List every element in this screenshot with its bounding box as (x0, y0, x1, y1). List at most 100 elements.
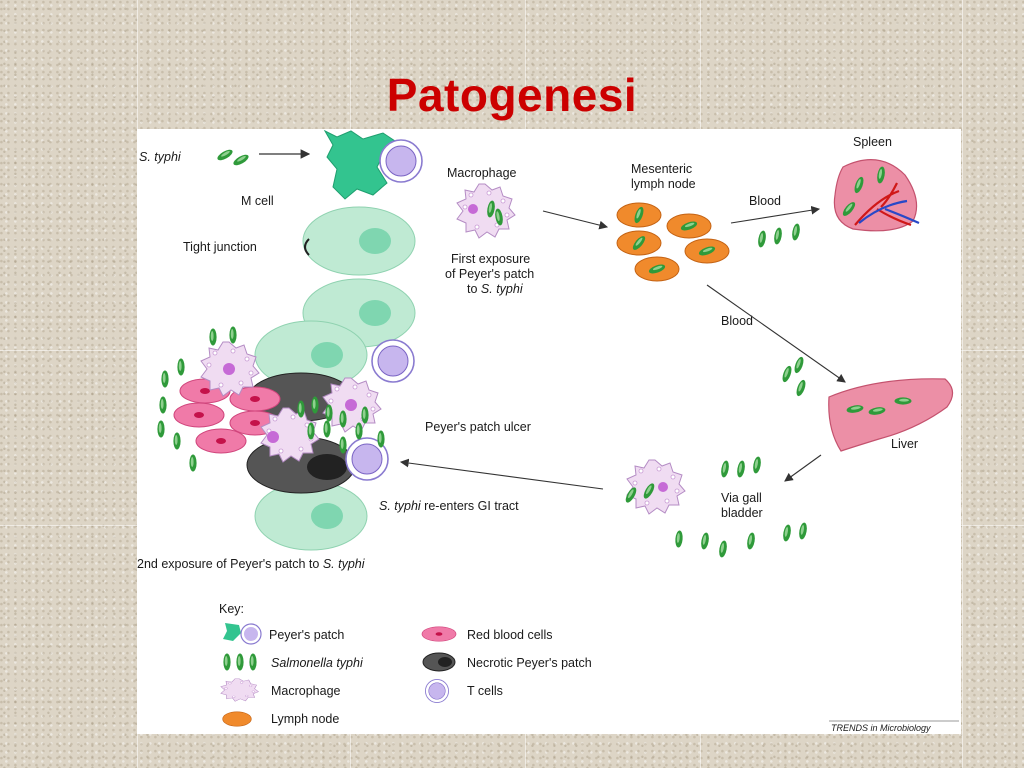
legend-salmonella-typhi: Salmonella typhi (271, 656, 364, 670)
bacterium-icon (161, 370, 169, 388)
salmonella-icon (223, 653, 231, 671)
bacterium-icon (790, 223, 802, 241)
bacterium-icon (157, 420, 165, 438)
macrophage-nucleus (267, 431, 279, 443)
background-divider (962, 0, 963, 768)
peyers-ulcer-label: Peyer's patch ulcer (425, 420, 531, 434)
bacterium-icon (189, 454, 197, 472)
first-exposure-group: S. typhi M cell Tight junction Macrophag… (139, 129, 609, 348)
bacterium-icon (215, 147, 235, 163)
bacterium-icon (209, 328, 217, 346)
bacterium-icon (794, 378, 808, 398)
t-cell-icon (379, 139, 423, 183)
arrow (730, 205, 821, 224)
bacterium-icon (173, 432, 181, 450)
necrotic-key-icon (438, 657, 452, 667)
epithelial-cell (302, 206, 416, 276)
via-gall-line-1: Via gall (721, 491, 762, 505)
bacterium-icon (792, 355, 806, 375)
bacterium-icon (772, 227, 784, 245)
bacterium-icon (735, 460, 747, 478)
bacterium-icon (781, 524, 793, 542)
first-exposure-line-2: of Peyer's patch (445, 267, 534, 281)
slide-title: Patogenesi (386, 69, 638, 121)
macrophage-nucleus (345, 399, 357, 411)
bacterium-icon (780, 364, 794, 384)
lymph-node-key-icon (222, 711, 252, 727)
liver-group: Liver (780, 355, 954, 482)
red-blood-cell (195, 428, 247, 454)
legend-macrophage: Macrophage (271, 684, 341, 698)
spleen-label: Spleen (853, 135, 892, 149)
salmonella-icon (249, 653, 257, 671)
bacterium-icon (229, 326, 237, 344)
reenters-label: S. typhi re-enters GI tract (379, 499, 519, 513)
bacterium-icon (717, 540, 729, 558)
macrophage-nucleus (658, 482, 668, 492)
blood-label-1: Blood (749, 194, 781, 208)
mesenteric-line-2: lymph node (631, 177, 696, 191)
tight-junction-marker (304, 238, 310, 256)
bacterium-icon (756, 230, 768, 248)
liver-organ (828, 378, 954, 452)
m-cell-label: M cell (241, 194, 274, 208)
bacterium-icon (325, 404, 333, 422)
bacterium-icon (719, 460, 731, 478)
bacterium-icon (307, 422, 315, 440)
lymph-node-group: Mesenteric lymph node Blood Blood (616, 162, 846, 383)
m-cell (323, 129, 396, 200)
via-gall-line-2: bladder (721, 506, 763, 520)
legend: Key: Peyer's patch Salmonella typhi Macr… (219, 602, 592, 727)
legend-title: Key: (219, 602, 244, 616)
gall-bladder-group: Via gall bladder (399, 456, 809, 558)
bacterium-icon (674, 530, 684, 548)
legend-red-blood-cells: Red blood cells (467, 628, 552, 642)
t-cell-icon (371, 339, 415, 383)
bacterium-icon (311, 396, 319, 414)
peyers-patch-icon (244, 627, 258, 641)
arrow (542, 210, 609, 230)
s-typhi-label: S. typhi (139, 150, 182, 164)
second-exposure-group: Peyer's patch ulcer S. typhi re-enters G… (137, 320, 531, 571)
bacterium-icon (177, 358, 185, 376)
arrow (784, 454, 822, 482)
arrow (706, 284, 846, 383)
macrophage-label: Macrophage (447, 166, 517, 180)
bacterium-icon (361, 406, 369, 424)
macrophage-icon (626, 459, 686, 515)
bacterium-icon (699, 532, 711, 550)
spleen-group: Spleen (833, 135, 920, 232)
first-exposure-line-1: First exposure (451, 252, 530, 266)
second-exposure-label: 2nd exposure of Peyer's patch to S. typh… (137, 557, 366, 571)
legend-t-cells: T cells (467, 684, 503, 698)
legend-necrotic-peyers-patch: Necrotic Peyer's patch (467, 656, 592, 670)
mesenteric-line-1: Mesenteric (631, 162, 692, 176)
bacterium-icon (323, 420, 331, 438)
spleen-organ (833, 159, 918, 232)
pathogenesis-diagram: S. typhi M cell Tight junction Macrophag… (137, 129, 961, 734)
bacterium-icon (339, 436, 347, 454)
blood-label-2: Blood (721, 314, 753, 328)
spleen-vessels (858, 199, 920, 225)
bacterium-icon (355, 422, 363, 440)
bacterium-icon (377, 430, 385, 448)
credit-label: TRENDS in Microbiology (831, 723, 931, 733)
arrow (399, 458, 604, 490)
first-exposure-line-3: to S. typhi (467, 282, 524, 296)
t-cell-key-icon (425, 679, 449, 703)
red-blood-cell-key-icon (421, 626, 457, 642)
necrotic-nucleus (307, 454, 347, 480)
bacterium-icon (894, 397, 912, 405)
peyers-patch-icon (223, 623, 241, 641)
salmonella-icon (236, 653, 244, 671)
bacterium-icon (751, 456, 763, 474)
macrophage-nucleus (468, 204, 478, 214)
tight-junction-label: Tight junction (183, 240, 257, 254)
legend-lymph-node: Lymph node (271, 712, 339, 726)
bacterium-icon (745, 532, 757, 550)
macrophage-key-icon (220, 678, 259, 702)
red-blood-cell (173, 402, 225, 428)
legend-peyers-patch: Peyer's patch (269, 628, 344, 642)
bacterium-icon (159, 396, 167, 414)
macrophage-icon (456, 183, 516, 239)
